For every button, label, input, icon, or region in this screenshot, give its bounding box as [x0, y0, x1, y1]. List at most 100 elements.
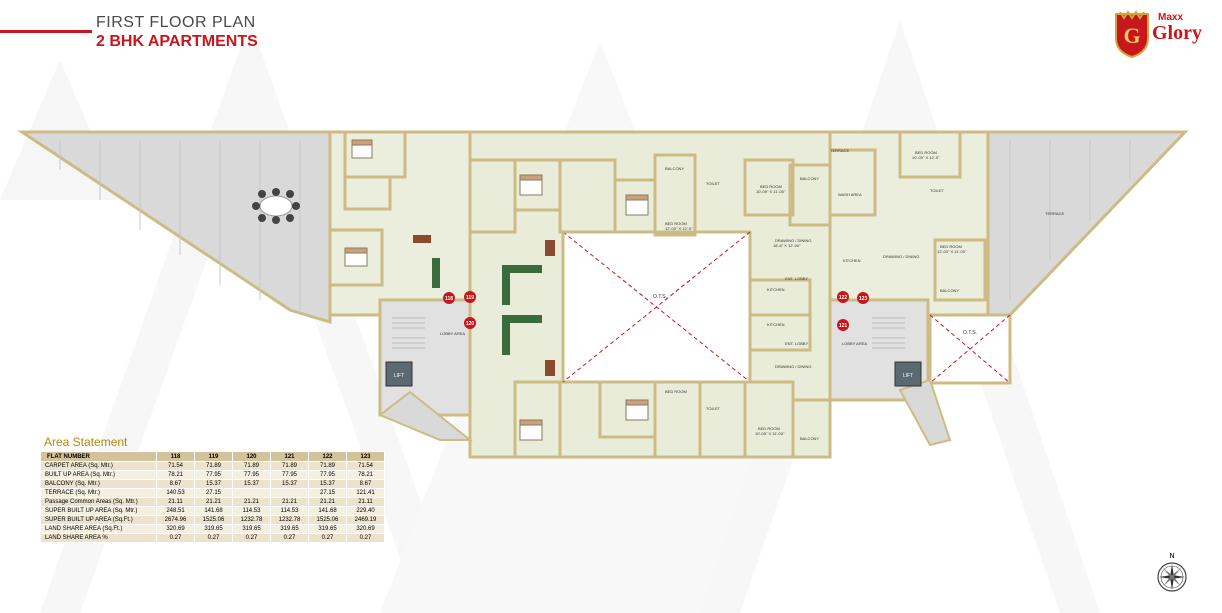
area-row-label: SUPER BUILT UP AREA (Sq. Mtr.) — [40, 506, 157, 516]
area-row-value: 78.21 — [156, 470, 195, 480]
logo-text-big: Glory — [1152, 22, 1202, 44]
area-row-value: 21.21 — [232, 497, 271, 507]
area-row-label: BALCONY (Sq. Mtr.) — [40, 479, 157, 489]
bed-icons — [344, 139, 649, 441]
lobby-label-left: LOBBY AREA — [440, 331, 465, 336]
kitchen-counters — [432, 258, 542, 355]
area-row-value: 8.67 — [346, 479, 385, 489]
area-row-value: 71.89 — [308, 461, 347, 471]
dining-tables — [413, 235, 555, 376]
area-row-value: 229.40 — [346, 506, 385, 516]
kitchen-label-3: KITCHEN — [843, 258, 861, 263]
area-row-value: 114.53 — [232, 506, 271, 516]
area-row-label: LAND SHARE AREA % — [40, 533, 157, 543]
area-row-value — [232, 488, 271, 498]
bed-room-label-2: BED ROOM — [760, 184, 782, 189]
area-row-value: 2469.19 — [346, 515, 385, 525]
area-row-value: 0.27 — [156, 533, 195, 543]
interior-walls — [328, 130, 987, 459]
area-row-value: 141.68 — [194, 506, 233, 516]
compass-icon: N — [1157, 553, 1187, 592]
compass-north-label: N — [1169, 553, 1174, 560]
stairs-right — [872, 317, 905, 349]
kitchen-label-1: KITCHEN — [767, 287, 785, 292]
area-row-value: 0.27 — [194, 533, 233, 543]
balcony-label-4: BALCONY — [800, 436, 819, 441]
area-row-value: 121.41 — [346, 488, 385, 498]
wash-area-label: WASH AREA — [838, 192, 862, 197]
toilet-label-3: TOILET — [706, 406, 720, 411]
area-row-value: 71.54 — [346, 461, 385, 471]
outdoor-table-icon — [252, 188, 300, 224]
area-row-value: 319.65 — [194, 524, 233, 534]
entrance-lobby-label-2: ENT. LOBBY — [785, 341, 808, 346]
courtyard-label: O.T.S. — [653, 294, 667, 300]
balcony-label-2: BALCONY — [800, 176, 819, 181]
kitchen-label-2: KITCHEN — [767, 322, 785, 327]
central-open-space: O.T.S. — [561, 230, 752, 384]
area-table-header-flat: 120 — [232, 451, 271, 462]
terrace-hatch-left — [59, 140, 301, 310]
toilet-label-2: TOILET — [930, 188, 944, 193]
balcony-label-3: BALCONY — [940, 288, 959, 293]
area-row-label: TERRACE (Sq. Mtr.) — [40, 488, 157, 498]
area-row-value: 8.67 — [156, 479, 195, 489]
area-table-header-flat: 118 — [156, 451, 195, 462]
drawing-dining-label-2: DRAWING / DINING — [883, 254, 920, 259]
area-row-value: 248.51 — [156, 506, 195, 516]
area-row-label: CARPET AREA (Sq. Mtr.) — [40, 461, 157, 471]
plan-title: FIRST FLOOR PLAN — [96, 14, 256, 31]
area-row-value: 319.65 — [232, 524, 271, 534]
area-row-value: 77.95 — [232, 470, 271, 480]
lift-label-left: LIFT — [394, 373, 404, 379]
area-row-value: 320.69 — [156, 524, 195, 534]
area-row-value: 21.11 — [346, 497, 385, 507]
area-row-value: 2674.96 — [156, 515, 195, 525]
area-row-label: SUPER BUILT UP AREA (Sq.Ft.) — [40, 515, 157, 525]
area-table-header-flat: 122 — [308, 451, 347, 462]
balcony-label-1: BALCONY — [665, 166, 684, 171]
area-row-value: 21.21 — [194, 497, 233, 507]
area-row-value: 15.37 — [270, 479, 309, 489]
area-row-label: Passage Common Areas (Sq. Mtr.) — [40, 497, 157, 507]
right-open-space: O.T.S. — [929, 314, 1011, 384]
area-row-value: 0.27 — [308, 533, 347, 543]
area-row-value: 319.65 — [270, 524, 309, 534]
area-table-header-flat: 123 — [346, 451, 385, 462]
area-row-value: 1525.06 — [308, 515, 347, 525]
area-row-value: 114.53 — [270, 506, 309, 516]
brand-logo: G Maxx Glory — [1112, 10, 1218, 60]
room-labels: TERRACE TERRACE LOBBY AREA LOBBY AREA BE… — [440, 148, 1064, 441]
terrace-label-right: TERRACE — [1045, 211, 1064, 216]
area-row-label: BUILT UP AREA (Sq. Mtr.) — [40, 470, 157, 480]
area-row-value: 77.95 — [308, 470, 347, 480]
area-row-value: 320.69 — [346, 524, 385, 534]
area-row-value: 15.37 — [308, 479, 347, 489]
area-row-value: 15.37 — [232, 479, 271, 489]
area-row-value: 77.95 — [194, 470, 233, 480]
drawing-dining-size-1: 18'-6" X 12'-00" — [773, 243, 801, 248]
area-row-value: 1525.06 — [194, 515, 233, 525]
lobby-label-right: LOBBY AREA — [842, 341, 867, 346]
area-statement-table: FLAT NUMBER 118 119 120 121 122 123 CARP… — [40, 451, 385, 543]
area-row-value — [270, 488, 309, 498]
entrance-lobby-label-1: ENT. LOBBY — [785, 276, 808, 281]
flat-marker-118: 118 — [445, 296, 453, 302]
terrace-label-top: TERRACE — [830, 148, 849, 153]
drawing-dining-label-1: DRAWING / DINING — [775, 238, 812, 243]
bed-room-label-4: BED ROOM — [915, 150, 937, 155]
flat-marker-121: 121 — [839, 323, 848, 329]
area-row-value: 21.11 — [156, 497, 195, 507]
area-row-label: LAND SHARE AREA (Sq.Ft.) — [40, 524, 157, 534]
area-row-value: 0.27 — [346, 533, 385, 543]
area-table-header-flat: 121 — [270, 451, 309, 462]
bed-room-label-3: BED ROOM — [940, 244, 962, 249]
area-row-value: 71.89 — [232, 461, 271, 471]
area-row-value: 71.54 — [156, 461, 195, 471]
terrace-hatch-right — [1009, 140, 1131, 300]
